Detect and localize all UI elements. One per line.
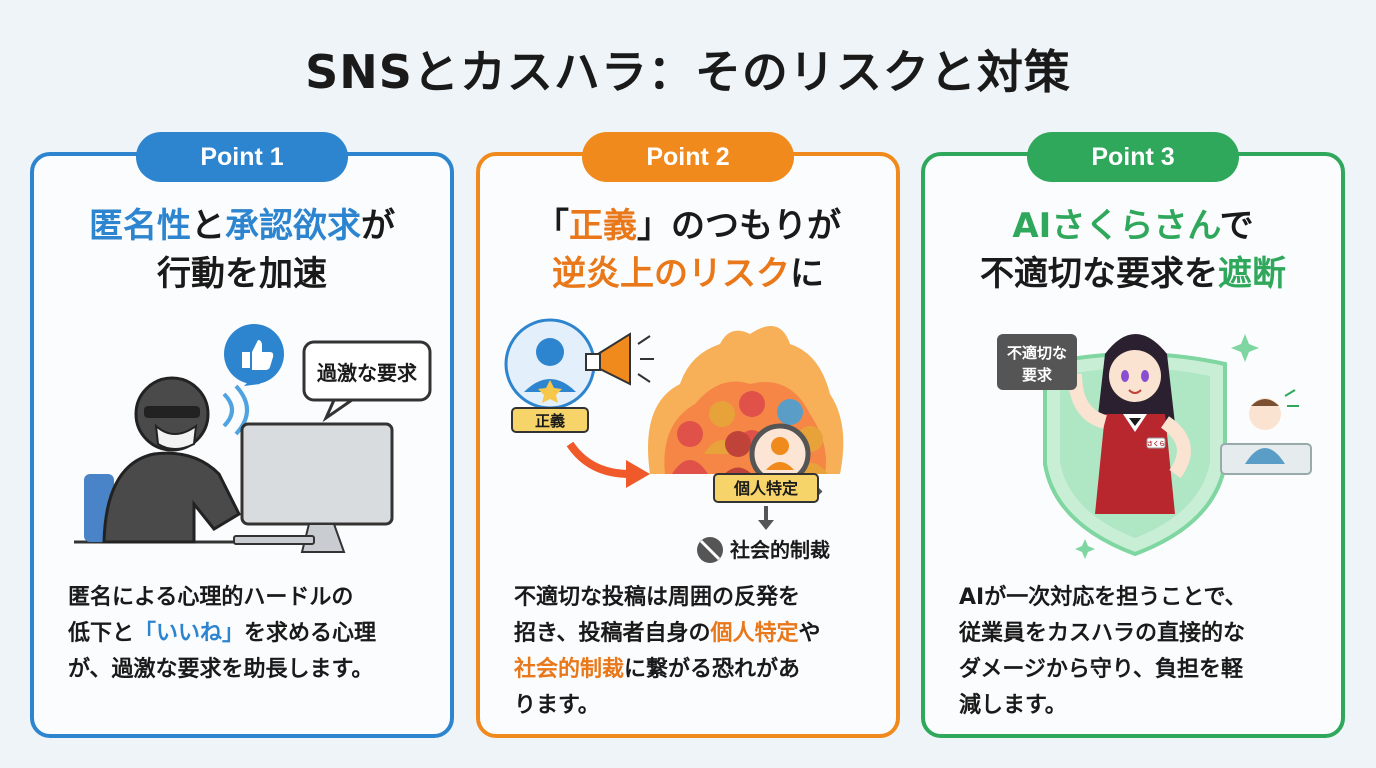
point-badge-1: Point 1 (136, 132, 348, 182)
body-line: 匿名による心理的ハードルの (68, 585, 354, 610)
thumbs-up-icon (242, 340, 274, 370)
heading-line-2: 行動を加速 (157, 254, 327, 294)
body-line: ります。 (514, 693, 600, 718)
body-line: 減します。 (959, 693, 1067, 718)
bubble-text: 過激な要求 (317, 361, 418, 385)
ai-sakura-illustration: さくら 不適切な 要求 (997, 334, 1312, 559)
body-line: AIが一次対応を担うことで、 (959, 585, 1247, 610)
card-3-body: AIが一次対応を担うことで、 従業員をカスハラの直接的な ダメージから守り、負担… (959, 580, 1323, 724)
heading-highlight: 遮断 (1218, 254, 1286, 294)
sanction-label: 社会的制裁 (729, 538, 830, 562)
heading-text: で (1219, 206, 1254, 246)
card-1-heading: 匿名性と承認欲求が 行動を加速 (34, 202, 450, 298)
body-line: ダメージから守り、負担を軽 (959, 657, 1244, 682)
body-text: や (798, 621, 821, 646)
body-line: 従業員をカスハラの直接的な (959, 621, 1246, 646)
page-title: SNSとカスハラ：そのリスクと対策 (305, 45, 1071, 99)
body-line: 不適切な投稿は周囲の反発を (514, 585, 801, 610)
heading-highlight: AIさくらさん (1012, 206, 1220, 246)
anonymous-user-illustration: 過激な要求 (74, 324, 432, 553)
card-3-heading: AIさくらさんで 不適切な要求を遮断 (925, 202, 1341, 298)
sparkle-icon (1231, 334, 1259, 362)
body-text: に繋がる恐れがあ (624, 657, 801, 682)
body-highlight: 「いいね」 (134, 621, 245, 646)
backlash-illustration: 正義 個人特定 社会的制裁 (504, 318, 844, 563)
justice-label: 正義 (535, 412, 565, 430)
body-text: 招き、投稿者自身の (514, 621, 711, 646)
heading-text: 不適切な要求を (980, 254, 1218, 294)
point-badge-3: Point 3 (1027, 132, 1239, 182)
card-1-body: 匿名による心理的ハードルの 低下と「いいね」を求める心理 が、過激な要求を助長し… (68, 580, 432, 688)
point-card-1: Point 1 匿名性と承認欲求が 行動を加速 過激な要求 匿名による心理的ハー… (30, 132, 454, 738)
heading-text: 「 (535, 206, 569, 246)
body-highlight: 個人特定 (710, 621, 799, 646)
body-line: が、過激な要求を助長します。 (68, 657, 374, 682)
sign-text-line-2: 要求 (1022, 366, 1053, 384)
point-card-3: Point 3 AIさくらさんで 不適切な要求を遮断 さくら 不適切な 要求 (921, 132, 1345, 738)
heading-text: が (361, 206, 395, 246)
name-tag: さくら (1147, 441, 1165, 448)
heading-highlight: 承認欲求 (225, 206, 361, 246)
heading-text: に (790, 254, 824, 294)
card-2-heading: 「正義」のつもりが 逆炎上のリスクに (480, 202, 896, 298)
heading-text: と (191, 206, 225, 246)
body-text: を求める心理 (244, 621, 377, 646)
heading-text: 」のつもりが (637, 206, 841, 246)
heading-highlight: 正義 (569, 206, 637, 246)
sparkle-icon (1075, 539, 1095, 559)
point-card-2: Point 2 「正義」のつもりが 逆炎上のリスクに 正義 (476, 132, 900, 738)
body-text: 低下と (68, 621, 135, 646)
body-highlight: 社会的制裁 (514, 657, 625, 682)
point-badge-2: Point 2 (582, 132, 794, 182)
card-2-body: 不適切な投稿は周囲の反発を 招き、投稿者自身の個人特定や 社会的制裁に繋がる恐れ… (514, 580, 878, 724)
identify-label: 個人特定 (733, 479, 798, 498)
sign-text-line-1: 不適切な (1007, 344, 1067, 362)
megaphone-icon (597, 332, 631, 386)
heading-highlight: 匿名性 (89, 206, 191, 246)
heading-highlight: 逆炎上のリスク (552, 254, 790, 294)
